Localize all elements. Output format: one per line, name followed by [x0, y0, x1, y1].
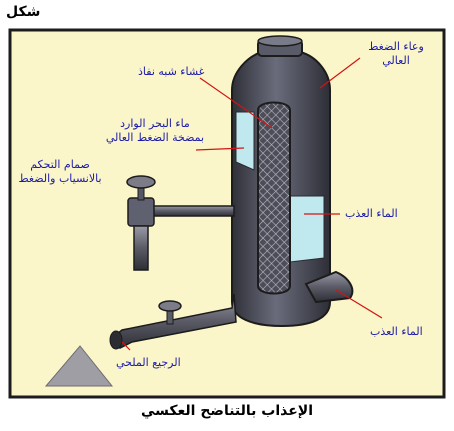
pointer-vessel — [319, 57, 361, 89]
vessel-label: وعاء الضغط العالي — [352, 40, 440, 68]
salt-pile — [44, 345, 114, 387]
brine-valve-handwheel — [158, 300, 182, 312]
figure-caption: الإعذاب بالتناضح العكسي — [140, 403, 314, 419]
freshwater-chamber — [289, 195, 325, 263]
control-valve — [126, 175, 235, 271]
seawater-label-line-2: بمضخة الضغط العالي — [105, 131, 205, 144]
vessel-label-line-2: العالي — [382, 54, 410, 67]
vessel-label-line-1: وعاء الضغط — [368, 40, 424, 53]
brine-label: الرجيع الملحي — [116, 356, 181, 369]
pointer-fresh-out — [335, 289, 383, 319]
valve-handwheel — [126, 175, 156, 189]
membrane-cartridge — [257, 101, 291, 295]
valve-label-line-2: بالانسياب والضغط — [18, 172, 102, 185]
seawater-label: ماء البحر الوارد بمضخة الضغط العالي — [100, 117, 210, 145]
brine-outlet — [109, 293, 237, 350]
brine-pipe-opening — [109, 330, 123, 350]
pointer-brine — [121, 341, 131, 351]
seawater-chamber — [235, 111, 255, 171]
valve-label-line-1: صمام التحكم — [30, 158, 90, 171]
vessel-cap — [257, 35, 303, 47]
pointer-seawater — [195, 147, 245, 151]
figure-corner-label: شكل — [6, 4, 41, 20]
pointer-lines — [121, 57, 383, 351]
valve-label: صمام التحكم بالانسياب والضغط — [14, 158, 106, 186]
pointer-membrane — [199, 77, 273, 129]
fresh-water-out-label: الماء العذب — [370, 325, 423, 338]
inlet-pipe — [149, 205, 235, 217]
fresh-water-inside-label: الماء العذب — [345, 207, 398, 220]
seawater-label-line-1: ماء البحر الوارد — [120, 117, 190, 130]
valve-body — [127, 197, 155, 227]
valve-drop-pipe — [133, 225, 149, 271]
membrane-label: غشاء شبه نفاذ — [138, 65, 205, 78]
pressure-vessel — [231, 35, 331, 328]
brine-valve-stem — [166, 309, 174, 325]
